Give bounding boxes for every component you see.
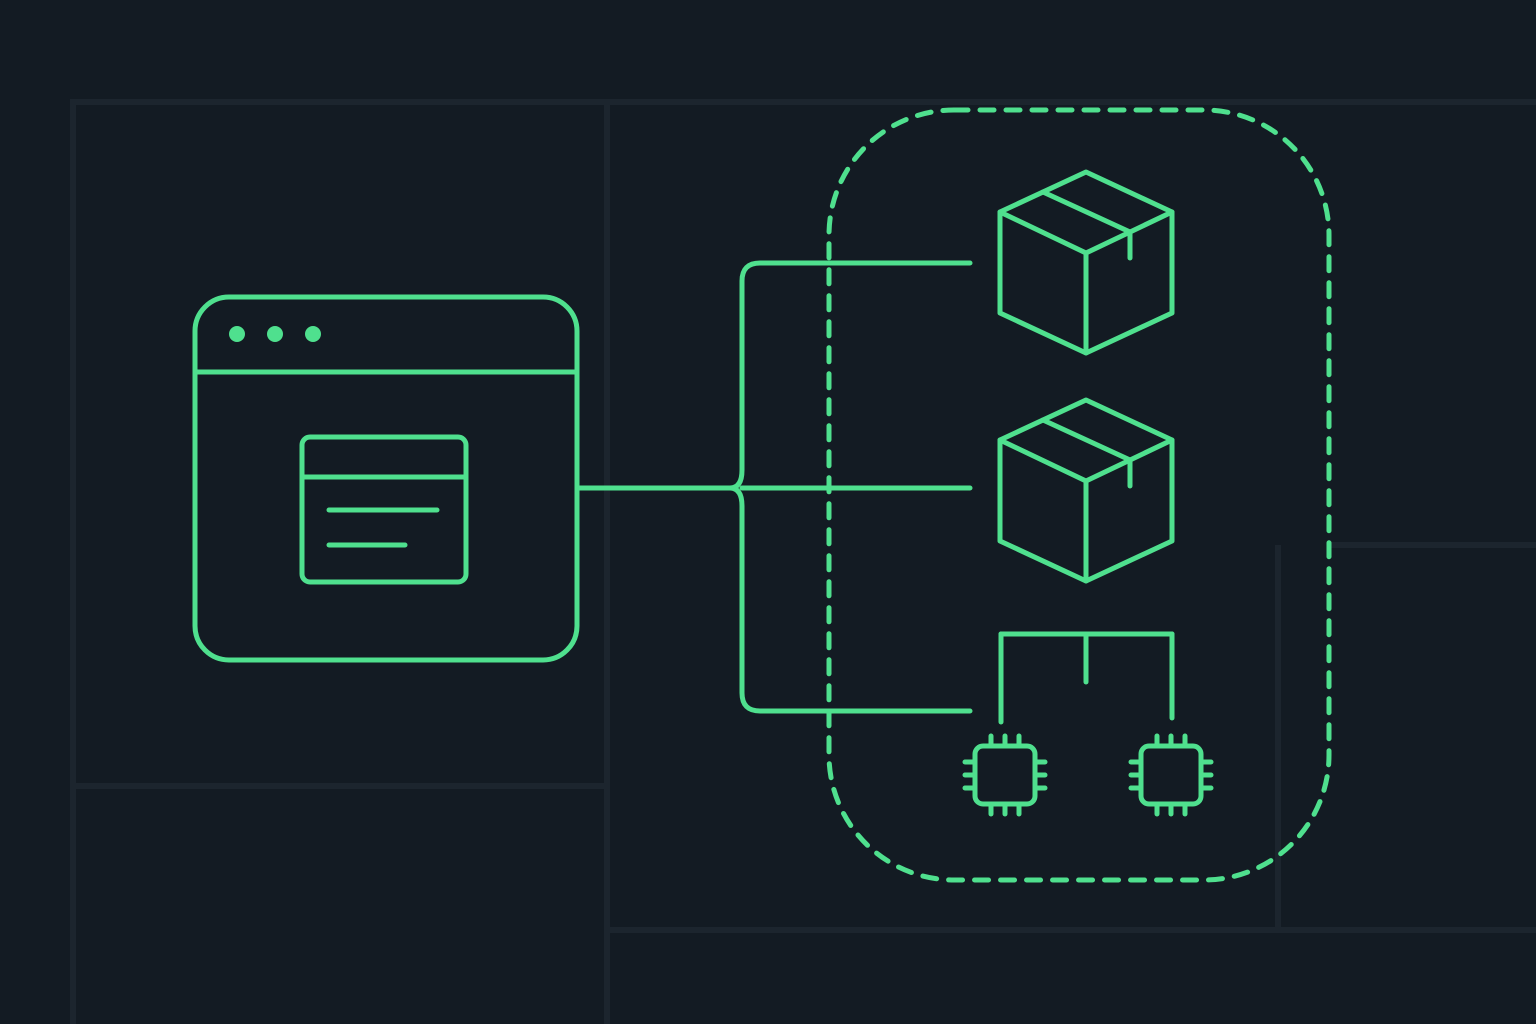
panel-top-left [70, 99, 610, 789]
panel-bottom-left [70, 783, 610, 1024]
package-box-icon [997, 397, 1175, 584]
connector-lines [574, 260, 973, 714]
package-box-icon [997, 169, 1175, 356]
window-dot-icon [229, 326, 245, 342]
cpu-chip-icon [962, 733, 1048, 817]
browser-frame [192, 294, 580, 663]
panel-top-right [604, 99, 1536, 933]
connector-brace [727, 260, 973, 714]
window-dot-icon [267, 326, 283, 342]
card-frame [299, 434, 469, 585]
background-panel-grid [70, 99, 1536, 1024]
browser-window-icon [192, 294, 580, 663]
card-icon [299, 434, 469, 585]
cpu-chip-icon [1128, 733, 1214, 817]
service-group-boundary [826, 107, 1332, 883]
bus-branch-icon [998, 631, 1175, 725]
window-dot-icon [305, 326, 321, 342]
panel-bottom-right [604, 927, 1536, 1024]
